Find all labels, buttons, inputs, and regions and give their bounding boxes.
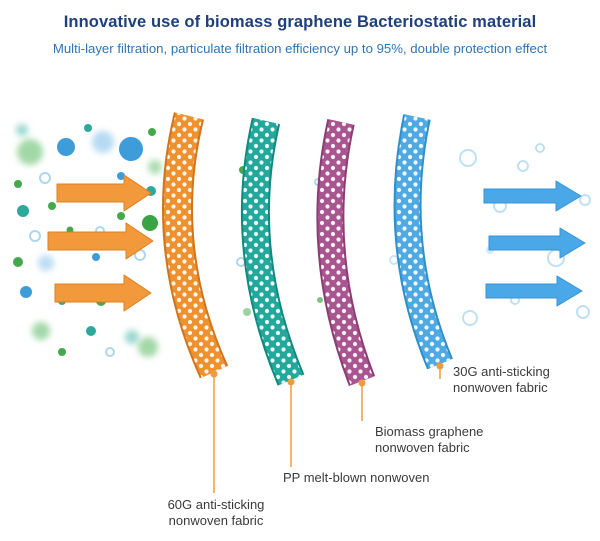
page-subtitle: Multi-layer filtration, particulate filt… [52, 41, 548, 56]
outflow-arrow-icons [483, 180, 586, 307]
inflow-arrow-icons [47, 174, 154, 312]
label-line: nonwoven fabric [375, 440, 470, 455]
filter-layer-biomass-band [316, 118, 376, 387]
label-layer-biomass: Biomass graphene nonwoven fabric [375, 424, 483, 456]
outflow-arrow-icon [485, 275, 583, 307]
filter-layer-pp-band [240, 117, 305, 386]
inflow-arrow-icon [47, 222, 154, 260]
page-title: Innovative use of biomass graphene Bacte… [63, 13, 537, 31]
label-layer-60g: 60G anti-sticking nonwoven fabric [143, 497, 289, 529]
inflow-arrow-icon [56, 174, 152, 212]
label-line: PP melt-blown nonwoven [283, 470, 430, 485]
leader-pp [287, 378, 295, 467]
leader-30g [436, 362, 444, 379]
label-line: Biomass graphene [375, 424, 484, 439]
outflow-arrow-icon [483, 180, 582, 212]
leader-60g [210, 370, 218, 493]
leader-biomass [358, 379, 366, 421]
label-line: 60G anti-sticking [167, 497, 265, 512]
label-line: 30G anti-sticking [453, 364, 550, 379]
inflow-arrow-icon [54, 274, 152, 312]
filter-layer-60g-band [162, 112, 229, 379]
outflow-arrow-icon [488, 227, 586, 259]
label-layer-pp: PP melt-blown nonwoven [283, 470, 429, 486]
filter-layer-30g-band [393, 114, 453, 370]
label-line: nonwoven fabric [168, 513, 264, 528]
leader-lines [210, 362, 444, 493]
label-layer-30g: 30G anti-sticking nonwoven fabric [453, 364, 550, 396]
label-line: nonwoven fabric [453, 380, 548, 395]
